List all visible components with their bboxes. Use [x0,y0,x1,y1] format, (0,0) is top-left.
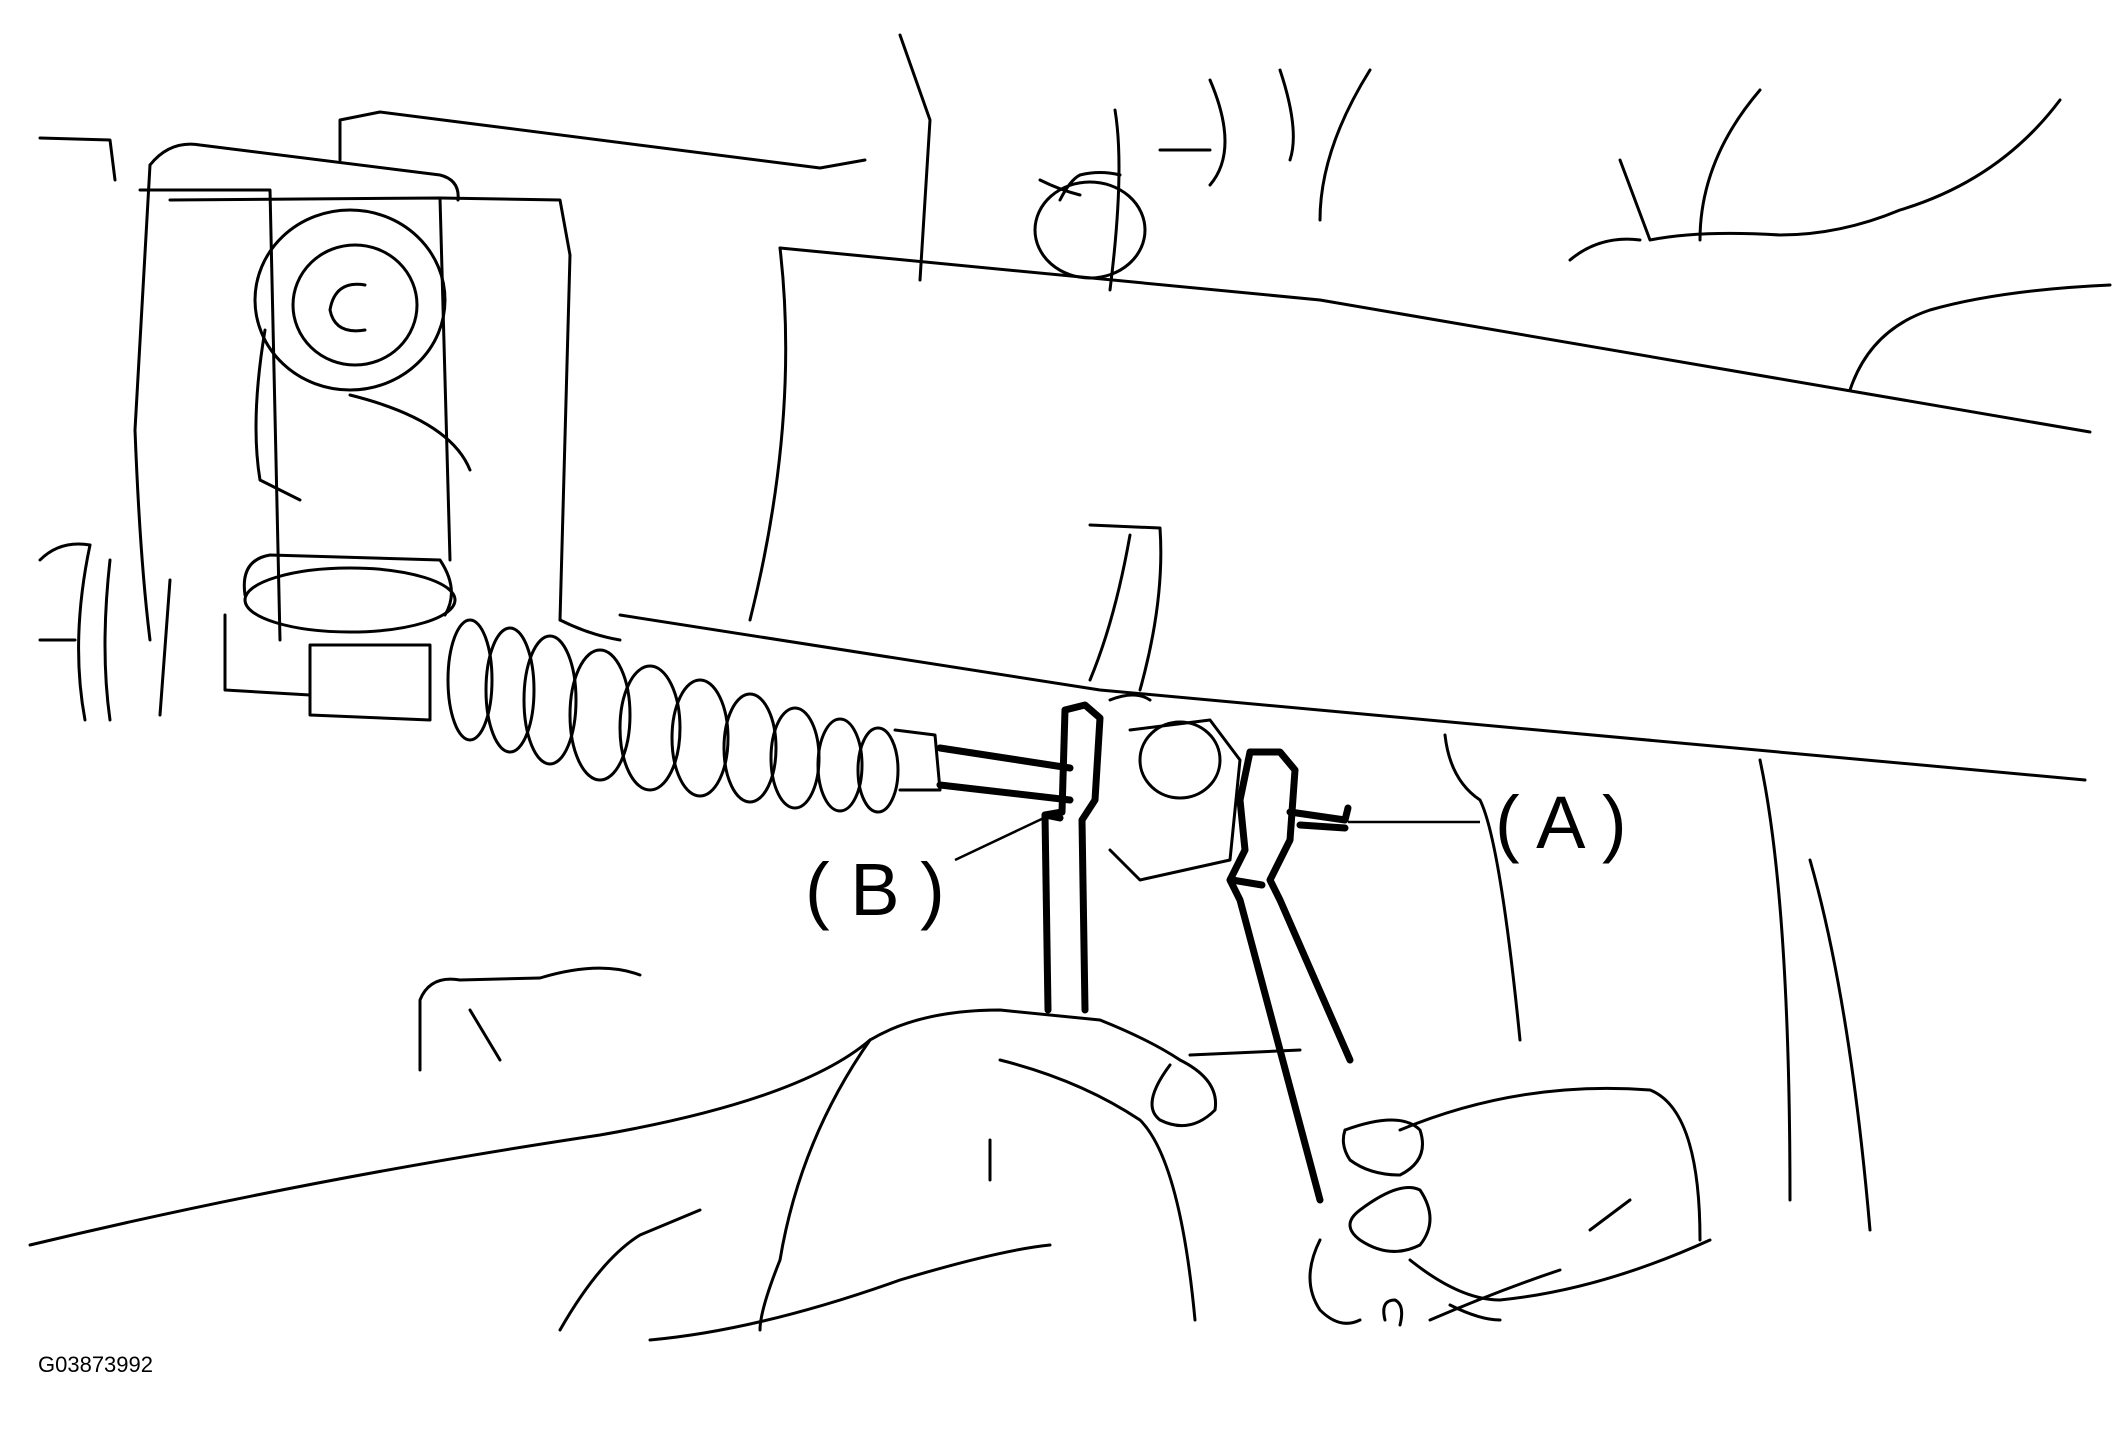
universal-joint-yoke [38,142,622,722]
background-structure [418,68,2112,1232]
wrench-b [1041,701,1104,1014]
rack-boot [223,613,942,814]
figure-id: G03873992 [38,1352,153,1377]
callout-b: ( B ) [805,806,1066,931]
callout-a-label: ( A ) [1495,781,1627,864]
rack-housing [38,33,2092,782]
callout-a: ( A ) [1348,781,1627,864]
tie-rod-assembly [936,523,1352,882]
callout-b-label: ( B ) [805,848,945,931]
technician-hands [28,1008,1712,1342]
wrench-a [1226,748,1354,1204]
